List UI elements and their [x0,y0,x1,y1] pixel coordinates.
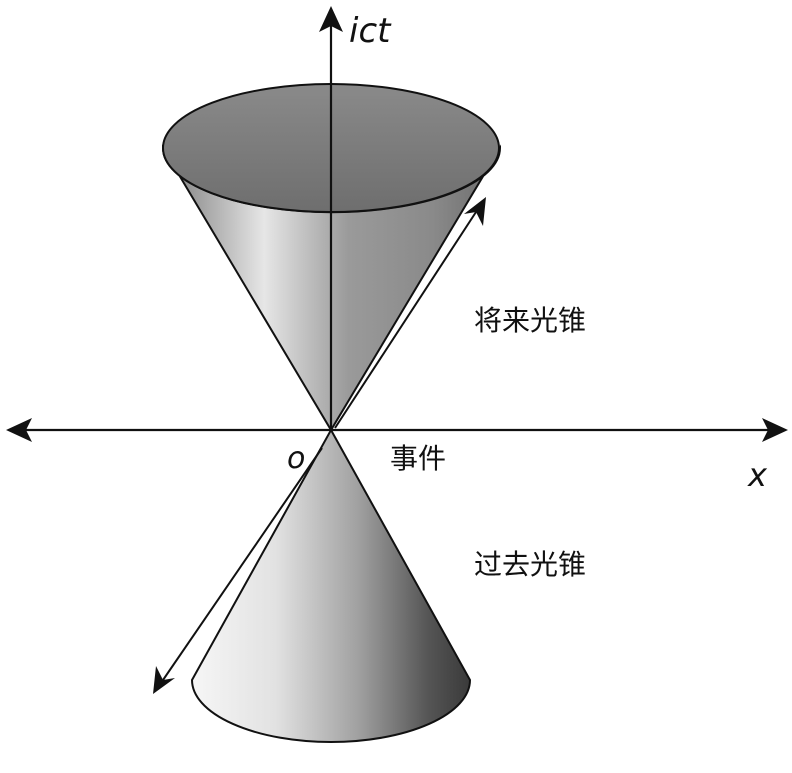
x-axis-label: x [747,456,768,494]
future-ray-arrowhead [464,197,486,226]
future-cone-label: 将来光锥 [474,304,586,337]
past-cone-label: 过去光锥 [474,548,586,581]
past-cone-body [190,427,472,743]
past-ray-arrowhead [153,666,175,694]
event-label: 事件 [390,442,446,475]
x-axis-arrow-left [6,418,32,442]
future-ray-line [334,211,477,429]
x-axis-arrow-right [762,418,788,442]
ict-axis-label: ict [349,11,392,51]
ict-axis-arrow-up [319,6,343,32]
origin-label: o [287,441,305,476]
past-ray-line [162,447,323,681]
